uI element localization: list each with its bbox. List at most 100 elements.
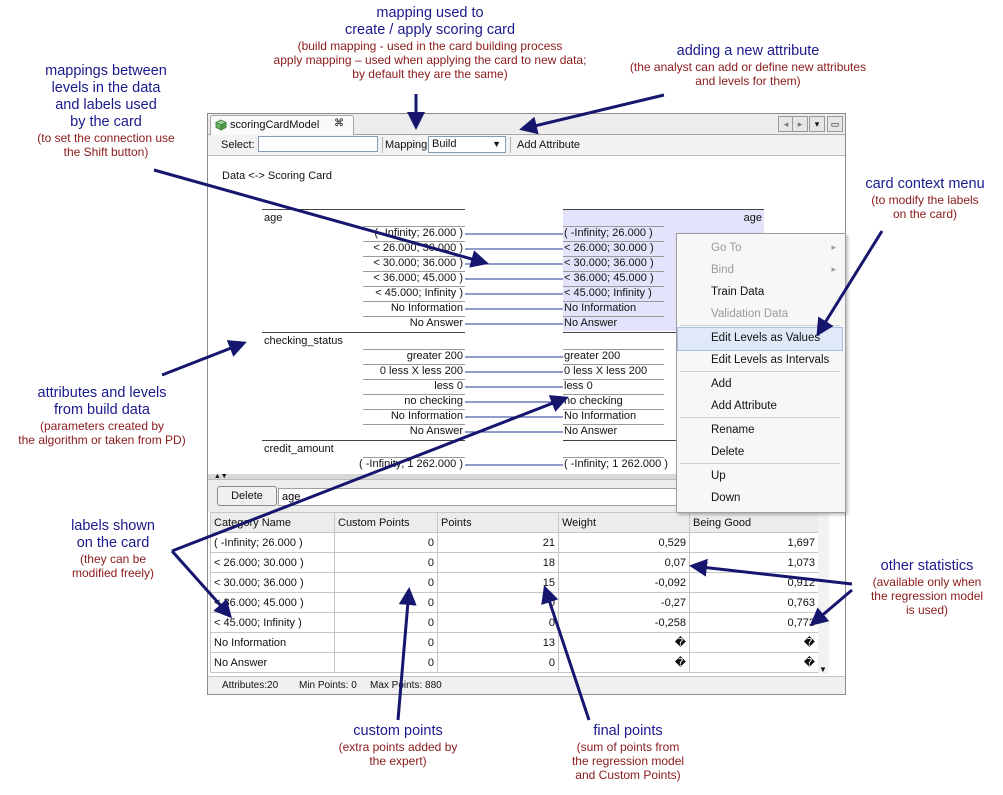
table-scrollbar[interactable]: ▼ xyxy=(818,512,829,674)
custom-points-cell[interactable]: 0 xyxy=(334,652,438,673)
attribute-name-field[interactable] xyxy=(278,488,680,506)
menu-item-label: Add xyxy=(711,378,732,390)
category-name-cell[interactable]: < 26.000; 30.000 ) xyxy=(210,552,335,573)
data-level[interactable]: ( -Infinity; 1 262.000 ) xyxy=(359,458,463,470)
tab-scoring-card-model[interactable]: scoringCardModel ⌘ xyxy=(210,115,354,135)
being-good-cell: � xyxy=(689,652,819,673)
data-level[interactable]: 0 less X less 200 xyxy=(379,365,463,377)
card-level[interactable]: < 36.000; 45.000 ) xyxy=(564,272,654,284)
column-header[interactable]: Custom Points xyxy=(334,512,438,533)
maximize-icon[interactable]: ▭ xyxy=(827,116,843,132)
menu-item-edit-levels-as-intervals[interactable]: Edit Levels as Intervals xyxy=(678,350,842,372)
card-level[interactable]: greater 200 xyxy=(564,350,621,362)
data-level[interactable]: < 26.000; 30.000 ) xyxy=(373,242,463,254)
data-level[interactable]: No Answer xyxy=(409,317,463,329)
data-level[interactable]: greater 200 xyxy=(406,350,463,362)
delete-button[interactable]: Delete xyxy=(217,486,277,506)
card-level[interactable]: no checking xyxy=(564,395,623,407)
category-name-cell[interactable]: ( -Infinity; 26.000 ) xyxy=(210,532,335,553)
menu-item-go-to[interactable]: Go To▸ xyxy=(678,238,842,260)
menu-item-down[interactable]: Down xyxy=(678,488,842,510)
annotation-note: (build mapping - used in the card buildi… xyxy=(297,39,563,53)
card-level[interactable]: 0 less X less 200 xyxy=(564,365,648,377)
card-level[interactable]: < 45.000; Infinity ) xyxy=(564,287,652,299)
data-level[interactable]: no checking xyxy=(404,395,463,407)
annotation-note: by default they are the same) xyxy=(352,67,508,81)
custom-points-cell[interactable]: 0 xyxy=(334,532,438,553)
column-header[interactable]: Weight xyxy=(558,512,690,533)
card-level-divider xyxy=(563,316,664,317)
category-name-cell[interactable]: < 45.000; Infinity ) xyxy=(210,612,335,633)
data-level[interactable]: No Answer xyxy=(409,425,463,437)
data-level[interactable]: less 0 xyxy=(434,380,463,392)
points-cell: 15 xyxy=(437,572,559,593)
custom-points-cell[interactable]: 0 xyxy=(334,632,438,653)
column-header[interactable]: Points xyxy=(437,512,559,533)
category-name-cell[interactable]: No Answer xyxy=(210,652,335,673)
attribute-name[interactable]: credit_amount xyxy=(264,443,334,455)
menu-item-edit-levels-as-values[interactable]: Edit Levels as Values xyxy=(677,327,843,351)
custom-points-cell[interactable]: 0 xyxy=(334,612,438,633)
attribute-name[interactable]: age xyxy=(264,212,283,224)
custom-points-cell[interactable]: 0 xyxy=(334,552,438,573)
menu-item-validation-data[interactable]: Validation Data xyxy=(678,304,842,326)
data-level[interactable]: < 36.000; 45.000 ) xyxy=(373,272,463,284)
menu-item-bind[interactable]: Bind▸ xyxy=(678,260,842,282)
table-header-row: Category Name Custom Points Points Weigh… xyxy=(210,512,819,533)
attribute-name[interactable]: checking_status xyxy=(264,335,343,347)
data-level[interactable]: ( -Infinity; 26.000 ) xyxy=(374,227,463,239)
menu-item-add[interactable]: Add xyxy=(678,374,842,396)
data-level[interactable]: < 45.000; Infinity ) xyxy=(375,287,463,299)
menu-separator xyxy=(680,417,840,418)
mapping-select[interactable]: Build ▼ xyxy=(428,136,506,153)
dropdown-icon[interactable]: ▾ xyxy=(809,116,825,132)
add-attribute-button[interactable]: Add Attribute xyxy=(517,139,580,151)
card-level[interactable]: < 26.000; 30.000 ) xyxy=(564,242,654,254)
category-name-cell[interactable]: < 36.000; 45.000 ) xyxy=(210,592,335,613)
level-row-divider xyxy=(363,379,465,380)
custom-points-cell[interactable]: 0 xyxy=(334,572,438,593)
tab-close-icon[interactable]: ⌘ xyxy=(334,118,344,129)
status-bar: Attributes:20 Min Points: 0 Max Points: … xyxy=(208,676,845,694)
card-attribute-name[interactable]: age xyxy=(743,212,762,224)
being-good-cell: 0,763 xyxy=(689,592,819,613)
card-level[interactable]: No Answer xyxy=(564,317,618,329)
annotation-attributes-levels: attributes and levels from build data (p… xyxy=(2,385,202,447)
column-header[interactable]: Being Good xyxy=(689,512,819,533)
submenu-arrow-icon: ▸ xyxy=(831,242,836,252)
card-level[interactable]: No Answer xyxy=(564,425,618,437)
annotation-note: (to modify the labels xyxy=(871,193,979,207)
data-level[interactable]: No Information xyxy=(390,410,463,422)
card-level[interactable]: No Information xyxy=(564,410,637,422)
card-level[interactable]: No Information xyxy=(564,302,637,314)
menu-item-add-attribute[interactable]: Add Attribute xyxy=(678,396,842,418)
card-level[interactable]: ( -Infinity; 1 262.000 ) xyxy=(564,458,668,470)
scroll-right-icon[interactable]: ▸ xyxy=(792,116,808,132)
card-level-divider xyxy=(563,379,664,380)
card-level[interactable]: < 30.000; 36.000 ) xyxy=(564,257,654,269)
custom-points-cell[interactable]: 0 xyxy=(334,592,438,613)
menu-item-delete[interactable]: Delete xyxy=(678,442,842,464)
card-level[interactable]: ( -Infinity; 26.000 ) xyxy=(564,227,653,239)
menu-separator xyxy=(680,463,840,464)
data-level[interactable]: No Information xyxy=(390,302,463,314)
column-header[interactable]: Category Name xyxy=(210,512,335,533)
category-name-cell[interactable]: No Information xyxy=(210,632,335,653)
category-name-cell[interactable]: < 30.000; 36.000 ) xyxy=(210,572,335,593)
select-input[interactable] xyxy=(258,136,378,152)
data-level[interactable]: < 30.000; 36.000 ) xyxy=(373,257,463,269)
menu-item-rename[interactable]: Rename xyxy=(678,420,842,442)
menu-item-label: Edit Levels as Values xyxy=(711,332,821,344)
menu-item-up[interactable]: Up xyxy=(678,466,842,488)
menu-item-train-data[interactable]: Train Data xyxy=(678,282,842,304)
scroll-down-icon[interactable]: ▼ xyxy=(819,665,827,674)
card-level[interactable]: less 0 xyxy=(564,380,593,392)
card-level-divider xyxy=(563,301,664,302)
